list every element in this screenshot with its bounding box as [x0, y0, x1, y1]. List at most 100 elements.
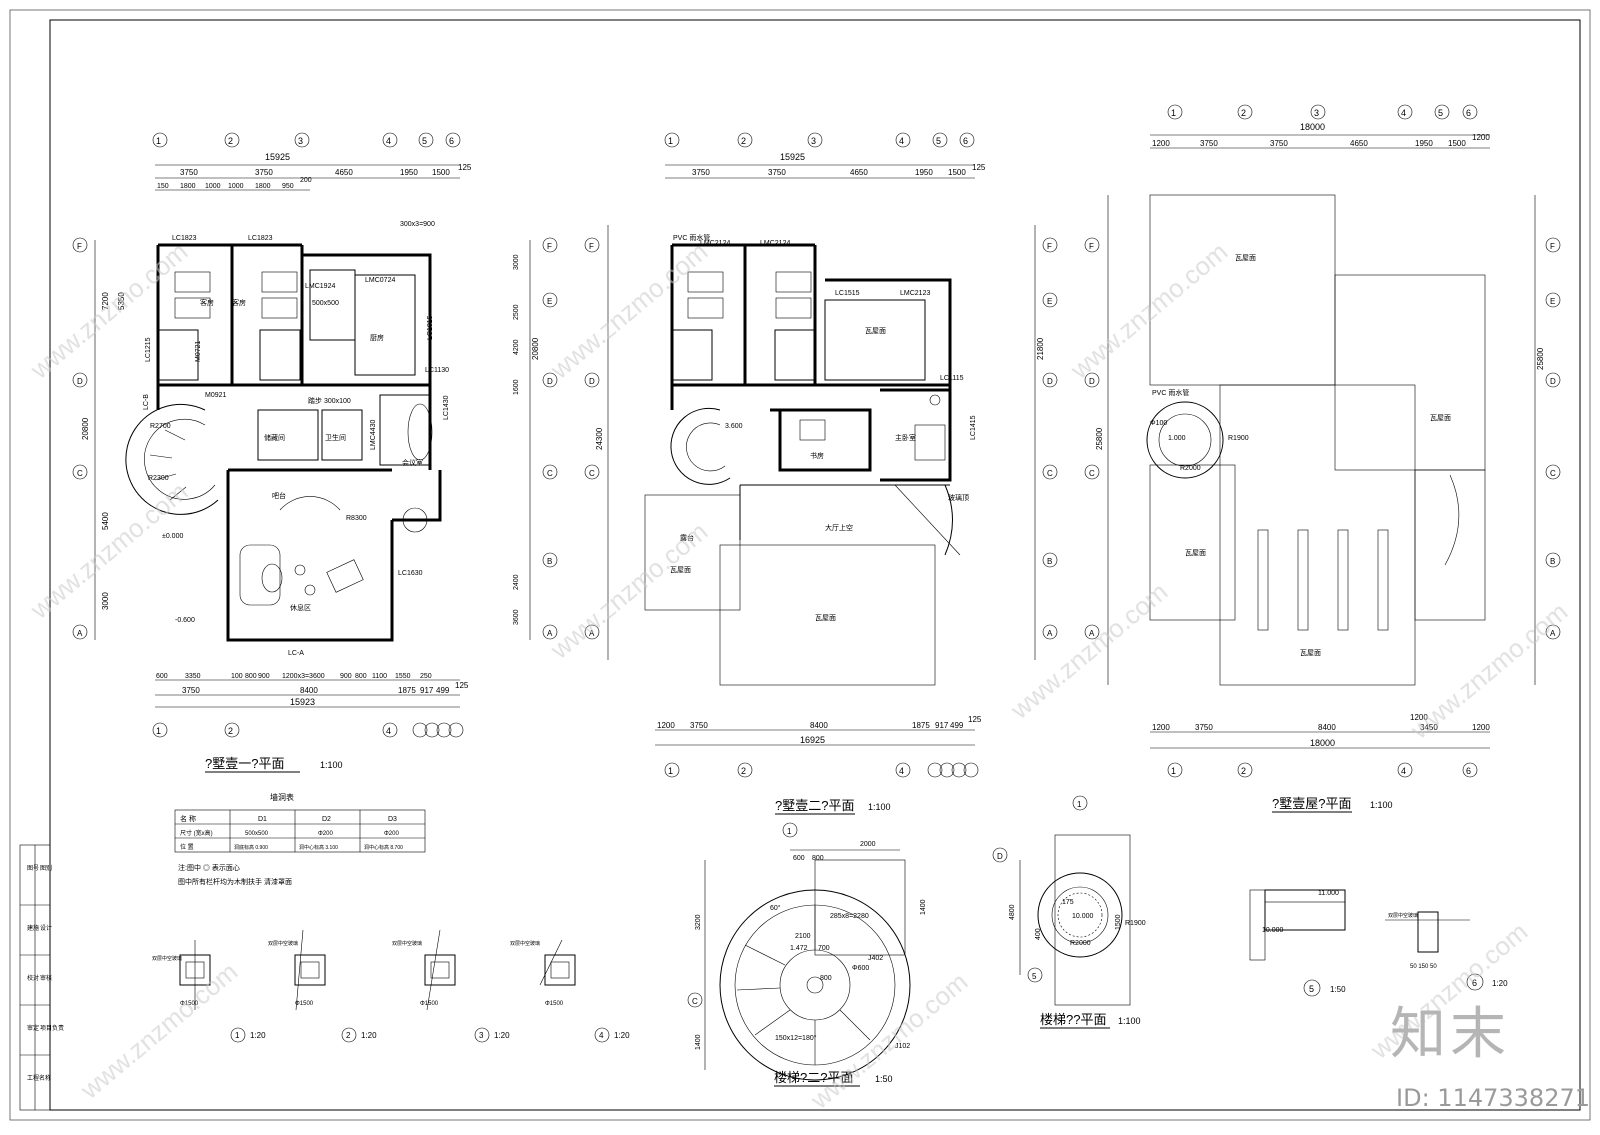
s2-dim-2: 2000 — [860, 841, 876, 848]
p2-total-bottom: 16925 — [800, 735, 825, 745]
window-details: 双层中空玻璃 Φ1500 1 1:20 双层中空玻璃 Φ1500 2 1:20 … — [152, 929, 630, 1043]
svg-text:4: 4 — [899, 766, 904, 776]
p1-bs-0: 600 — [156, 673, 168, 680]
p1-room-7: 储藏间 — [264, 433, 285, 442]
p2-label-11: 玻璃顶 — [948, 493, 969, 502]
s2-dim-11: 1.472 — [790, 945, 808, 952]
d6-dim: 50 150 50 — [1410, 964, 1437, 970]
d3-dim: Φ1500 — [420, 1001, 439, 1007]
td-1-3: 洞中心标高 8.700 — [364, 844, 403, 851]
th-0: 名 称 — [180, 814, 196, 823]
p1-win-5: LC1130 — [425, 367, 449, 374]
p1-win-0: LC1823 — [172, 235, 197, 242]
svg-text:D: D — [547, 377, 553, 386]
p1-win-13: LC1215 — [145, 337, 152, 362]
d1-dim: Φ1500 — [180, 1001, 199, 1007]
p2-label-1: LMC2124 — [700, 240, 730, 247]
p2-label-5: LC1115 — [940, 375, 964, 382]
p1-bs-4: 900 — [258, 673, 270, 680]
roof-td-3: 4650 — [1350, 139, 1368, 148]
p2-label-12: 3.600 — [725, 423, 743, 430]
s2-dim-6: 285x8=2280 — [830, 913, 869, 920]
s2-dim-15: J102 — [895, 1043, 910, 1050]
p1-misc-3: 500x500 — [312, 300, 339, 307]
svg-text:6: 6 — [1466, 766, 1471, 776]
svg-text:D: D — [997, 852, 1003, 861]
tb-6: 审定 — [27, 1024, 39, 1032]
p1-ld-0: 7200 — [101, 292, 110, 310]
plan2-furniture — [687, 271, 946, 461]
roof-scale: 1:100 — [1370, 800, 1393, 810]
td-0-1: 500x500 — [245, 831, 269, 837]
s2-dim-8: 800 — [820, 975, 832, 982]
svg-text:4: 4 — [1401, 766, 1406, 776]
p1-win-3: LMC0724 — [365, 277, 395, 284]
roof-label-1: Φ100 — [1150, 420, 1167, 427]
st-dim-3: R2000 — [1070, 940, 1091, 947]
tb-1: 图别 — [40, 864, 52, 872]
st-dim-5: 175 — [1062, 899, 1074, 906]
p1-right-total: 20800 — [531, 337, 540, 360]
p2-bd-5: 499 — [950, 721, 964, 730]
d4-label: 双层中空玻璃 — [510, 940, 540, 947]
roof-bd-3: 1200 — [1410, 713, 1428, 722]
detail-6: 双层中空玻璃 50 150 50 6 1:20 — [1385, 911, 1508, 991]
p1-sd-1: 1800 — [180, 183, 196, 190]
p1-bs-6: 900 — [340, 673, 352, 680]
svg-text:4: 4 — [386, 726, 391, 736]
p2-td-5: 125 — [972, 163, 986, 172]
tb-3: 设计 — [40, 924, 52, 932]
p2-total-top: 15925 — [780, 152, 805, 162]
svg-text:2: 2 — [1241, 766, 1246, 776]
s2-dim-1: 800 — [812, 855, 824, 862]
d1-scale: 1:20 — [250, 1031, 266, 1040]
d3-num: 3 — [479, 1031, 484, 1040]
watermark-6: www.znzmo.com — [1004, 576, 1173, 725]
svg-text:C: C — [589, 469, 595, 478]
st-dim-2: 1500 — [1115, 914, 1122, 930]
stair-2f-plan: 1 C 600 800 2000 1400 3200 1400 285x8=22… — [687, 822, 927, 1087]
td-1-2: 洞中心标高 3.100 — [299, 844, 338, 851]
s2-dim-7: 700 — [818, 945, 830, 952]
roof-bd-4: 3450 — [1420, 723, 1438, 732]
s2-dim-9: 150x12=180° — [775, 1034, 817, 1042]
roof-td-0: 1200 — [1152, 139, 1170, 148]
s2-dim-3: 1400 — [920, 899, 927, 915]
roof-label-6: 瓦屋面 — [1430, 414, 1451, 422]
plan1-walls — [156, 243, 442, 642]
p1-win-4: LC1815 — [427, 315, 434, 340]
p1-td-0: 3750 — [180, 168, 198, 177]
stairtop-scale: 1:100 — [1118, 1016, 1141, 1026]
p1-room-2: 厨房 — [370, 333, 384, 342]
second-floor-plan: 1 2 3 4 5 6 15925 3750 3750 4650 1950 15… — [584, 132, 1058, 815]
p2-td-0: 3750 — [692, 168, 710, 177]
p1-room-4: 吧台 — [272, 491, 286, 500]
plan2-left-axes: F D C A — [584, 237, 600, 640]
p2-roof-2: 瓦屋面 — [815, 614, 836, 622]
p1-td-1: 3750 — [255, 168, 273, 177]
p1-bs-2: 100 — [231, 673, 243, 680]
plan1-left-axes: F D C A — [72, 237, 88, 640]
st-dim-4: R1900 — [1125, 920, 1146, 927]
s2-dim-10: 60° — [770, 904, 781, 912]
roof-td-2: 3750 — [1270, 139, 1288, 148]
p1-total-bottom: 15923 — [290, 697, 315, 707]
roof-bd-5: 1200 — [1472, 723, 1490, 732]
plan1-right-axes: F E D C B A — [542, 237, 558, 640]
p2-bd-2: 8400 — [810, 721, 828, 730]
p1-left-total: 20800 — [81, 417, 90, 440]
roof-right-axes: F E D C B A — [1545, 237, 1561, 640]
roof-td-1: 3750 — [1200, 139, 1218, 148]
ground-floor-plan: 1 2 3 4 5 6 15925 3750 3750 4650 1950 15… — [72, 132, 558, 773]
p2-label-8: 书房 — [810, 451, 824, 460]
roof-label-7: 瓦屋面 — [1185, 549, 1206, 557]
svg-text:C: C — [1550, 469, 1556, 478]
roof-label-4: 1.000 — [1168, 435, 1186, 442]
p2-td-4: 1500 — [948, 168, 966, 177]
p1-bs-8: 1100 — [372, 673, 387, 680]
svg-text:C: C — [1047, 469, 1053, 478]
svg-text:1: 1 — [668, 766, 673, 776]
svg-text:3: 3 — [811, 136, 816, 146]
d6-scale: 1:20 — [1492, 979, 1508, 988]
tb-2: 建施 — [27, 924, 39, 932]
